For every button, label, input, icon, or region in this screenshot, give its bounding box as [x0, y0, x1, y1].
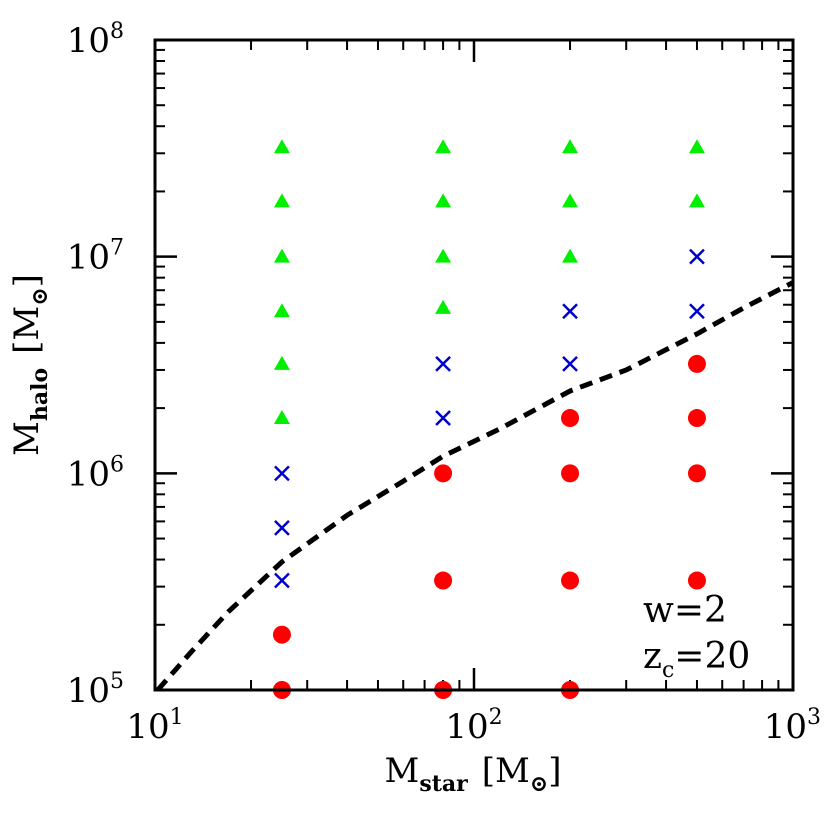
green-triangle-point	[273, 303, 290, 318]
red-circle-point	[561, 571, 580, 590]
y-tick-label-base: 10	[67, 238, 110, 278]
red-circle-point	[687, 571, 706, 590]
blue-cross-point	[274, 465, 290, 482]
y-axis-title-sub: halo	[27, 368, 53, 421]
y-tick-label-exp: 5	[110, 669, 124, 694]
plot-frame	[153, 38, 795, 692]
red-circle-point	[687, 464, 706, 483]
green-triangle-point	[435, 299, 452, 314]
annotation-w-text: w=2	[643, 590, 727, 631]
y-axis-title: Mhalo [M⊙]	[7, 274, 53, 456]
red-circle-point	[434, 571, 453, 590]
green-triangle-point	[562, 193, 579, 208]
x-tick-label: 101	[126, 705, 183, 747]
x-axis-title-unit-sub: ⊙	[530, 771, 548, 797]
annotation-zc: zc=20	[643, 636, 750, 683]
green-triangle-point	[688, 193, 705, 208]
x-axis-title-sub: star	[419, 771, 468, 797]
green-triangle-point	[562, 139, 579, 154]
data-points-layer	[272, 139, 706, 699]
blue-cross-point	[562, 356, 578, 372]
annotation-zc-sub: c	[662, 658, 674, 683]
blue-cross-point	[562, 303, 578, 320]
blue-cross-point	[274, 520, 290, 536]
annotation-w: w=2	[643, 590, 727, 631]
annotation-zc-main: z	[643, 636, 662, 677]
x-tick-label-exp: 3	[807, 705, 821, 730]
red-circle-point	[561, 464, 580, 483]
blue-cross-point	[435, 356, 451, 372]
y-tick-label: 107	[67, 236, 124, 278]
y-axis-title-unit-open: [M	[7, 306, 47, 354]
green-triangle-point	[273, 355, 290, 370]
blue-cross-point	[274, 572, 290, 589]
x-tick-label-exp: 2	[489, 705, 503, 730]
x-axis-title: Mstar [M⊙]	[384, 751, 561, 797]
green-triangle-point	[435, 193, 452, 208]
x-axis-title-unit-open: [M	[482, 751, 530, 791]
green-triangle-point	[273, 248, 290, 263]
threshold-curve-layer	[155, 280, 795, 692]
y-axis-title-unit-sub: ⊙	[27, 287, 53, 305]
blue-cross-point	[689, 303, 705, 320]
y-tick-label-base: 10	[67, 671, 110, 711]
y-tick-label-base: 10	[67, 21, 110, 61]
y-tick-label-exp: 6	[110, 452, 124, 477]
red-circle-point	[687, 354, 706, 373]
blue-cross-point	[689, 248, 705, 265]
y-tick-label-base: 10	[67, 454, 110, 494]
x-tick-label-base: 10	[764, 707, 807, 747]
green-triangle-point	[273, 139, 290, 154]
x-tick-label-exp: 1	[170, 705, 184, 730]
y-axis-title-unit-close: ]	[7, 274, 47, 287]
y-tick-label-exp: 8	[110, 19, 124, 44]
x-axis-title-main: M	[384, 751, 419, 791]
green-triangle-point	[435, 139, 452, 154]
x-tick-label: 103	[764, 705, 821, 747]
y-axis-title-main: M	[7, 421, 47, 456]
x-tick-label-base: 10	[445, 707, 488, 747]
x-axis-title-unit-close: ]	[548, 751, 561, 791]
y-tick-label: 106	[67, 452, 124, 494]
green-triangle-point	[435, 248, 452, 263]
blue-cross-point	[435, 410, 451, 426]
x-tick-label-base: 10	[126, 707, 169, 747]
green-triangle-point	[273, 193, 290, 208]
red-circle-point	[687, 409, 706, 428]
threshold-dashed-curve	[155, 280, 795, 692]
green-triangle-point	[562, 248, 579, 263]
green-triangle-point	[273, 410, 290, 425]
y-tick-label-exp: 7	[110, 236, 124, 261]
red-circle-point	[272, 625, 291, 644]
y-tick-label: 105	[67, 669, 124, 711]
y-tick-label: 108	[67, 19, 124, 61]
x-tick-label: 102	[445, 705, 502, 747]
annotation-zc-tail: =20	[674, 636, 750, 677]
red-circle-point	[561, 409, 580, 428]
red-circle-point	[434, 464, 453, 483]
green-triangle-point	[688, 139, 705, 154]
